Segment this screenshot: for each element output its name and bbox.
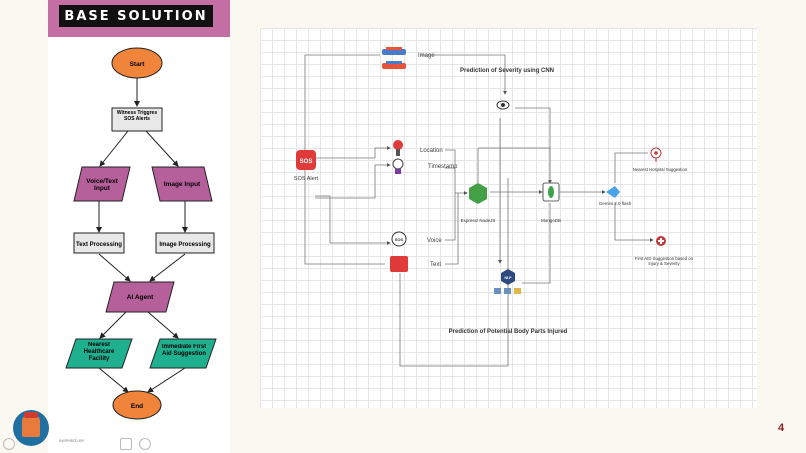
mongodb-leaf-icon xyxy=(548,186,554,198)
text-label: Text xyxy=(430,262,441,268)
gemini-icon xyxy=(606,186,620,198)
trigger-node xyxy=(111,107,163,132)
cnn-eye-icon xyxy=(496,100,510,110)
location-label: Location xyxy=(420,148,443,154)
timestamp-clock-icon xyxy=(392,158,404,174)
page-number: 4 xyxy=(778,422,785,434)
end-node xyxy=(112,390,162,420)
hospital-label: Nearest Hospital Suggestion xyxy=(633,167,688,172)
sos-alert-label: SOS Alert xyxy=(294,176,319,182)
image-processing-label: Image Processing xyxy=(159,242,211,248)
sos-icon-text: SOS xyxy=(300,159,313,165)
credit-text: INSPIRED BY xyxy=(59,438,85,443)
nearest-facility-node xyxy=(65,338,133,369)
toolbar-circle-icon[interactable] xyxy=(3,438,15,450)
voice-input-node xyxy=(73,166,131,202)
voice-icon-text: SOS xyxy=(395,237,404,242)
image-icon xyxy=(382,47,406,69)
timestamp-label: Timestamp xyxy=(428,164,458,170)
text-processing-label: Text Processing xyxy=(76,242,122,248)
first-aid-node xyxy=(149,338,217,369)
gemini-label: Gemini 2.0 flash xyxy=(599,201,632,206)
image-input-node xyxy=(151,166,213,202)
flow-connectors xyxy=(96,78,188,393)
trigger-label: Witness Triggres SOS Alerts xyxy=(116,110,158,122)
camera-icon[interactable] xyxy=(120,438,132,450)
first-aid-label-1: First AID Suggestion based on xyxy=(635,256,694,261)
express-nodejs-icon xyxy=(469,183,487,204)
ai-agent-label: AI Agent xyxy=(127,294,154,301)
image-label: Image xyxy=(418,53,435,59)
hospital-pin-icon xyxy=(650,147,662,162)
first-aid-icon xyxy=(656,236,666,246)
voice-label: Voice xyxy=(427,238,442,244)
image-input-label: Image Input xyxy=(164,181,201,188)
banner-title: BASE SOLUTION xyxy=(59,5,213,27)
avatar xyxy=(13,410,49,446)
cnn-label: Prediction of Severity using CNN xyxy=(460,68,554,74)
voice-icon: SOS xyxy=(391,231,407,247)
nlp-icon xyxy=(494,269,521,294)
image-processing-node xyxy=(155,232,215,254)
nearest-facility-label: Nearest Healthcare Facility xyxy=(83,342,115,362)
body-parts-label: Prediction of Potential Body Parts Injur… xyxy=(449,329,568,335)
base-flowchart: Start Witness Triggres SOS Alerts Voice/… xyxy=(65,47,217,420)
architecture-connectors xyxy=(304,54,654,367)
location-pin-icon xyxy=(393,140,403,156)
text-processing-node xyxy=(73,232,125,254)
mongodb-label: MongoDB xyxy=(541,218,561,223)
first-aid-label: Immediate First Aid Suggestion xyxy=(161,344,207,357)
first-aid-label-2: Injury & Severity xyxy=(648,261,680,266)
nlp-icon-text: NLP xyxy=(505,276,513,280)
sos-icon: SOS xyxy=(296,150,316,170)
text-message-icon xyxy=(390,256,408,272)
architecture-canvas: Image Prediction of Severity using CNN S… xyxy=(260,28,757,408)
voice-input-label: Voice/Text Input xyxy=(86,178,118,192)
end-label: End xyxy=(131,403,143,410)
start-label: Start xyxy=(130,61,146,68)
architecture-diagram: Image Prediction of Severity using CNN S… xyxy=(294,47,694,367)
start-node xyxy=(111,47,163,79)
banner: BASE SOLUTION xyxy=(48,0,230,37)
ai-agent-node xyxy=(105,281,175,313)
more-options-icon[interactable] xyxy=(139,438,151,450)
express-label: Express/ NodeJS xyxy=(461,218,496,223)
left-panel: BASE SOLUTION Start Witness Triggr xyxy=(48,0,230,453)
